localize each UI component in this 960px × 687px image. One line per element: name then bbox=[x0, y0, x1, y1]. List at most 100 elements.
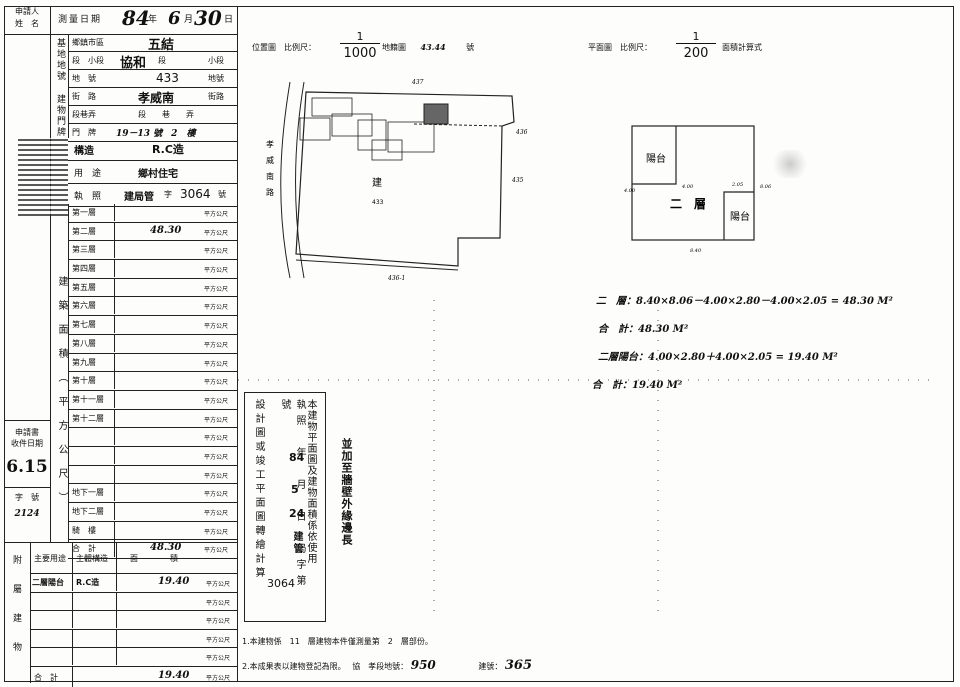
floor-label: 第六層 bbox=[72, 301, 96, 311]
lane-label: 段巷弄 bbox=[72, 110, 96, 119]
floor-row: 第六層 平方公尺 bbox=[68, 297, 238, 317]
floor-plan-calc-label: 面積計算式 bbox=[722, 43, 762, 52]
annex-col-sep1 bbox=[72, 666, 73, 687]
floor-row: 地下二層平方公尺 bbox=[68, 503, 238, 522]
structure-value: R.C造 bbox=[152, 143, 184, 156]
lane-row: 段巷弄 段 巷 弄 bbox=[68, 106, 238, 124]
floor-row: 第九層 平方公尺 bbox=[68, 353, 238, 373]
floor-plan-scale-den: 200 bbox=[676, 43, 716, 61]
stamp-day: 24 bbox=[289, 507, 305, 520]
left-table: 申請人 姓 名 測量日期 84 年 6 月 30 日 基地地號 建物門牌 鄉鎮市… bbox=[4, 6, 238, 687]
floor-label: 第九層 bbox=[72, 357, 96, 367]
road-label: 孝威南路 bbox=[266, 140, 275, 204]
floor-label: 第八層 bbox=[72, 338, 96, 348]
floor-separator bbox=[114, 521, 115, 539]
section-label: 基地地號 bbox=[55, 38, 65, 82]
application-block: 申請書 收件日期 6.15 字 號 2124 bbox=[4, 420, 51, 543]
use-value: 鄉村住宅 bbox=[138, 169, 178, 180]
floor-label: 第三層 bbox=[72, 245, 96, 255]
balcony2-label: 陽台 bbox=[730, 210, 750, 223]
floor-label: 二 層 bbox=[670, 197, 706, 211]
neighbor-buildings bbox=[299, 97, 435, 161]
dim-a: 4.00 bbox=[681, 184, 694, 190]
dim-b: 8.40 bbox=[690, 248, 702, 254]
stamp-month: 5 bbox=[291, 483, 299, 496]
annex-col-sep1 bbox=[72, 648, 73, 665]
floor-unit: 平方公尺 bbox=[204, 453, 229, 461]
calc-line-3: 二層陽台：4.00×2.80＋4.00×2.05 = 19.40 M² bbox=[598, 352, 838, 363]
district-value: 五結 bbox=[148, 38, 175, 53]
floor-outline bbox=[631, 125, 755, 241]
annex-col-sep1 bbox=[72, 574, 73, 591]
segment-unit1: 段 bbox=[158, 56, 166, 65]
annex-total-value: 19.40 bbox=[158, 669, 190, 681]
location-map-drawing: 孝威南路 建 433 437 436 435 436-1 bbox=[266, 79, 528, 282]
location-map-title: 位置圖 比例尺： bbox=[252, 42, 316, 53]
floor-separator bbox=[114, 204, 115, 221]
floor-label: 第十二層 bbox=[72, 413, 104, 423]
annex-structure: R.C造 bbox=[76, 578, 100, 587]
lot-unit: 地號 bbox=[208, 74, 224, 83]
floor-unit: 平方公尺 bbox=[204, 472, 229, 480]
annex-unit: 平方公尺 bbox=[206, 655, 231, 662]
lot-char: 建 bbox=[372, 176, 382, 189]
balcony2-wall bbox=[723, 191, 754, 240]
floor-unit: 平方公尺 bbox=[204, 304, 229, 312]
build-value: 365 bbox=[504, 658, 533, 673]
floor-separator bbox=[114, 503, 115, 520]
area-section-label: 建築面積（平方公尺） bbox=[56, 276, 67, 516]
structure-label: 構造 bbox=[74, 146, 94, 157]
street-value: 孝威南 bbox=[138, 91, 175, 105]
floor-label: 合 計 bbox=[72, 544, 96, 554]
lane-value: 段 巷 弄 bbox=[138, 110, 194, 119]
calc-line-1: 二 層：8.40×8.06－4.00×2.80－4.00×2.05 = 48.3… bbox=[596, 296, 893, 307]
street-row: 街 路 孝威南 街路 bbox=[68, 88, 238, 106]
floor-separator bbox=[114, 409, 115, 427]
dim-bottom: 436-1 bbox=[387, 275, 405, 282]
floor-unit: 平方公尺 bbox=[204, 416, 229, 424]
annex-row: 平方公尺 bbox=[30, 592, 238, 611]
floor-row: 騎 樓平方公尺 bbox=[68, 521, 238, 541]
build-label: 建號： bbox=[478, 662, 503, 671]
survey-date-row: 測量日期 84 年 6 月 30 日 bbox=[50, 6, 238, 35]
footnote-2-row: 2.本成果表以建物登記為限。 協 孝段地號： 950 建號： 365 bbox=[242, 658, 532, 673]
footnote-1: 1.本建物係 11 層建物本件僅測量第 2 層部份。 bbox=[242, 637, 433, 646]
annex-row: 平方公尺 bbox=[30, 611, 238, 630]
annex-col-sep2 bbox=[116, 592, 117, 610]
month-unit: 月 bbox=[184, 15, 194, 25]
location-map-ref-label: 地籍圖 bbox=[382, 43, 406, 52]
segment-unit2: 小段 bbox=[208, 56, 224, 65]
floor-unit: 平方公尺 bbox=[204, 360, 229, 368]
year-unit: 年 bbox=[148, 15, 158, 25]
floor-value: 48.30 bbox=[150, 542, 182, 554]
dim-e: 4.00 bbox=[623, 188, 636, 194]
dot-grid bbox=[238, 300, 938, 620]
lot-label: 地 號 bbox=[72, 74, 96, 83]
floor-unit: 平方公尺 bbox=[204, 528, 229, 536]
certification-stamp: 本建物平面圖及建物面積係依使用 執照 年 月 日 局字第 號 設計圖或竣工平面圖… bbox=[244, 392, 326, 622]
location-grid: 鄉鎮市區 五結 段 小段 協和 段 小段 地 號 433 地號 街 路 孝威南 … bbox=[68, 34, 238, 142]
floor-row: 第五層平方公尺 bbox=[68, 278, 238, 298]
floor-unit: 平方公尺 bbox=[204, 379, 229, 387]
floor-label: 第四層 bbox=[72, 264, 96, 274]
application-number-label: 字 號 bbox=[4, 487, 50, 503]
name-label: 姓 名 bbox=[15, 19, 39, 28]
district-label: 鄉鎮市區 bbox=[72, 38, 104, 47]
location-map-ref-unit: 號 bbox=[466, 43, 475, 52]
floor-separator bbox=[114, 334, 115, 352]
annex-col-sep1 bbox=[72, 543, 73, 573]
applicant-label: 申請人 bbox=[15, 7, 39, 16]
annex-unit: 平方公尺 bbox=[206, 618, 231, 625]
annex-side-divider bbox=[30, 543, 31, 683]
survey-year: 84 bbox=[122, 6, 150, 30]
survey-date-label: 測量日期 bbox=[58, 15, 103, 25]
floor-unit: 平方公尺 bbox=[204, 323, 229, 331]
floor-row: 第三層平方公尺 bbox=[68, 241, 238, 261]
location-divider bbox=[68, 34, 69, 138]
footnote-2: 2.本成果表以建物登記為限。 bbox=[242, 662, 346, 671]
lot-boundary bbox=[295, 91, 515, 267]
floor-unit: 平方公尺 bbox=[204, 341, 229, 349]
floor-separator bbox=[114, 484, 115, 502]
floor-unit: 平方公尺 bbox=[204, 267, 229, 275]
